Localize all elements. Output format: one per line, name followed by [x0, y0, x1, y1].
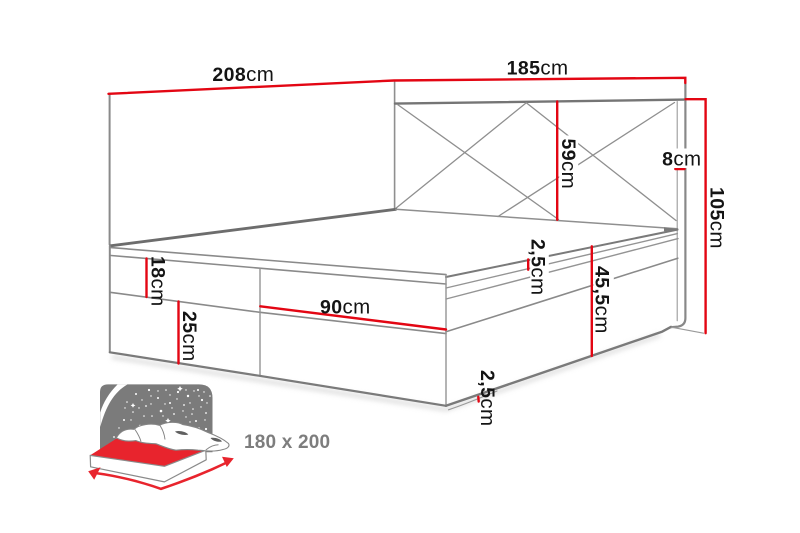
svg-text:18cm: 18cm — [147, 256, 170, 307]
svg-text:90cm: 90cm — [320, 296, 371, 319]
svg-text:105cm: 105cm — [706, 187, 729, 249]
svg-text:25cm: 25cm — [178, 311, 201, 362]
svg-text:45,5cm: 45,5cm — [591, 266, 614, 334]
svg-text:180 x 200: 180 x 200 — [244, 432, 330, 453]
svg-text:2,5cm: 2,5cm — [476, 370, 499, 426]
svg-text:208cm: 208cm — [212, 63, 274, 86]
svg-text:2,5cm: 2,5cm — [527, 239, 550, 295]
svg-text:59cm: 59cm — [557, 139, 580, 190]
svg-text:185cm: 185cm — [507, 56, 569, 79]
svg-text:8cm: 8cm — [662, 148, 701, 171]
